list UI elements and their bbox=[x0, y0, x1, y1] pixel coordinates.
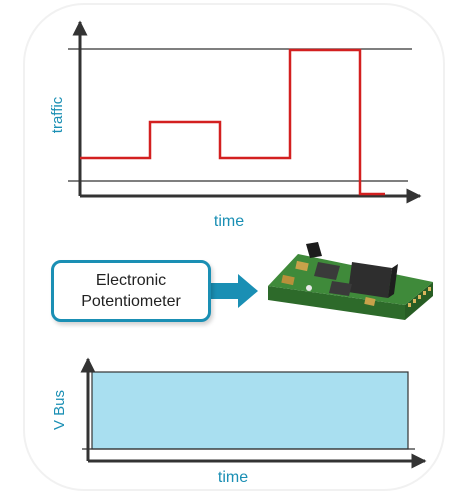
right-arrow-icon bbox=[210, 274, 258, 308]
electronic-potentiometer-box: Electronic Potentiometer bbox=[51, 260, 211, 322]
capacitor-3 bbox=[364, 297, 376, 306]
traffic-chart: traffic time bbox=[49, 20, 422, 230]
traffic-series-line bbox=[80, 48, 385, 196]
ic-chip-2 bbox=[329, 281, 352, 296]
vbus-xlabel: time bbox=[218, 469, 248, 486]
vbus-area bbox=[91, 371, 409, 450]
background-panel bbox=[23, 3, 445, 491]
vbus-chart: V Bus time bbox=[51, 357, 427, 486]
inductor-side bbox=[388, 264, 398, 298]
edge-contacts bbox=[408, 287, 431, 307]
module-label-line2: Potentiometer bbox=[81, 293, 181, 310]
capacitor-2 bbox=[281, 274, 295, 286]
inductor-top bbox=[348, 262, 392, 298]
ic-chip-1 bbox=[314, 262, 340, 280]
module-label-line1: Electronic bbox=[95, 272, 167, 289]
tall-component bbox=[306, 242, 322, 258]
pcb-module-illustration bbox=[268, 242, 433, 320]
flow-arrow bbox=[210, 274, 258, 308]
connector-pad bbox=[306, 285, 312, 291]
vbus-ylabel: V Bus bbox=[51, 390, 68, 430]
traffic-xlabel: time bbox=[214, 213, 244, 230]
pcb-board-edge bbox=[268, 286, 405, 320]
traffic-ylabel: traffic bbox=[49, 96, 66, 133]
capacitor-1 bbox=[295, 260, 309, 272]
